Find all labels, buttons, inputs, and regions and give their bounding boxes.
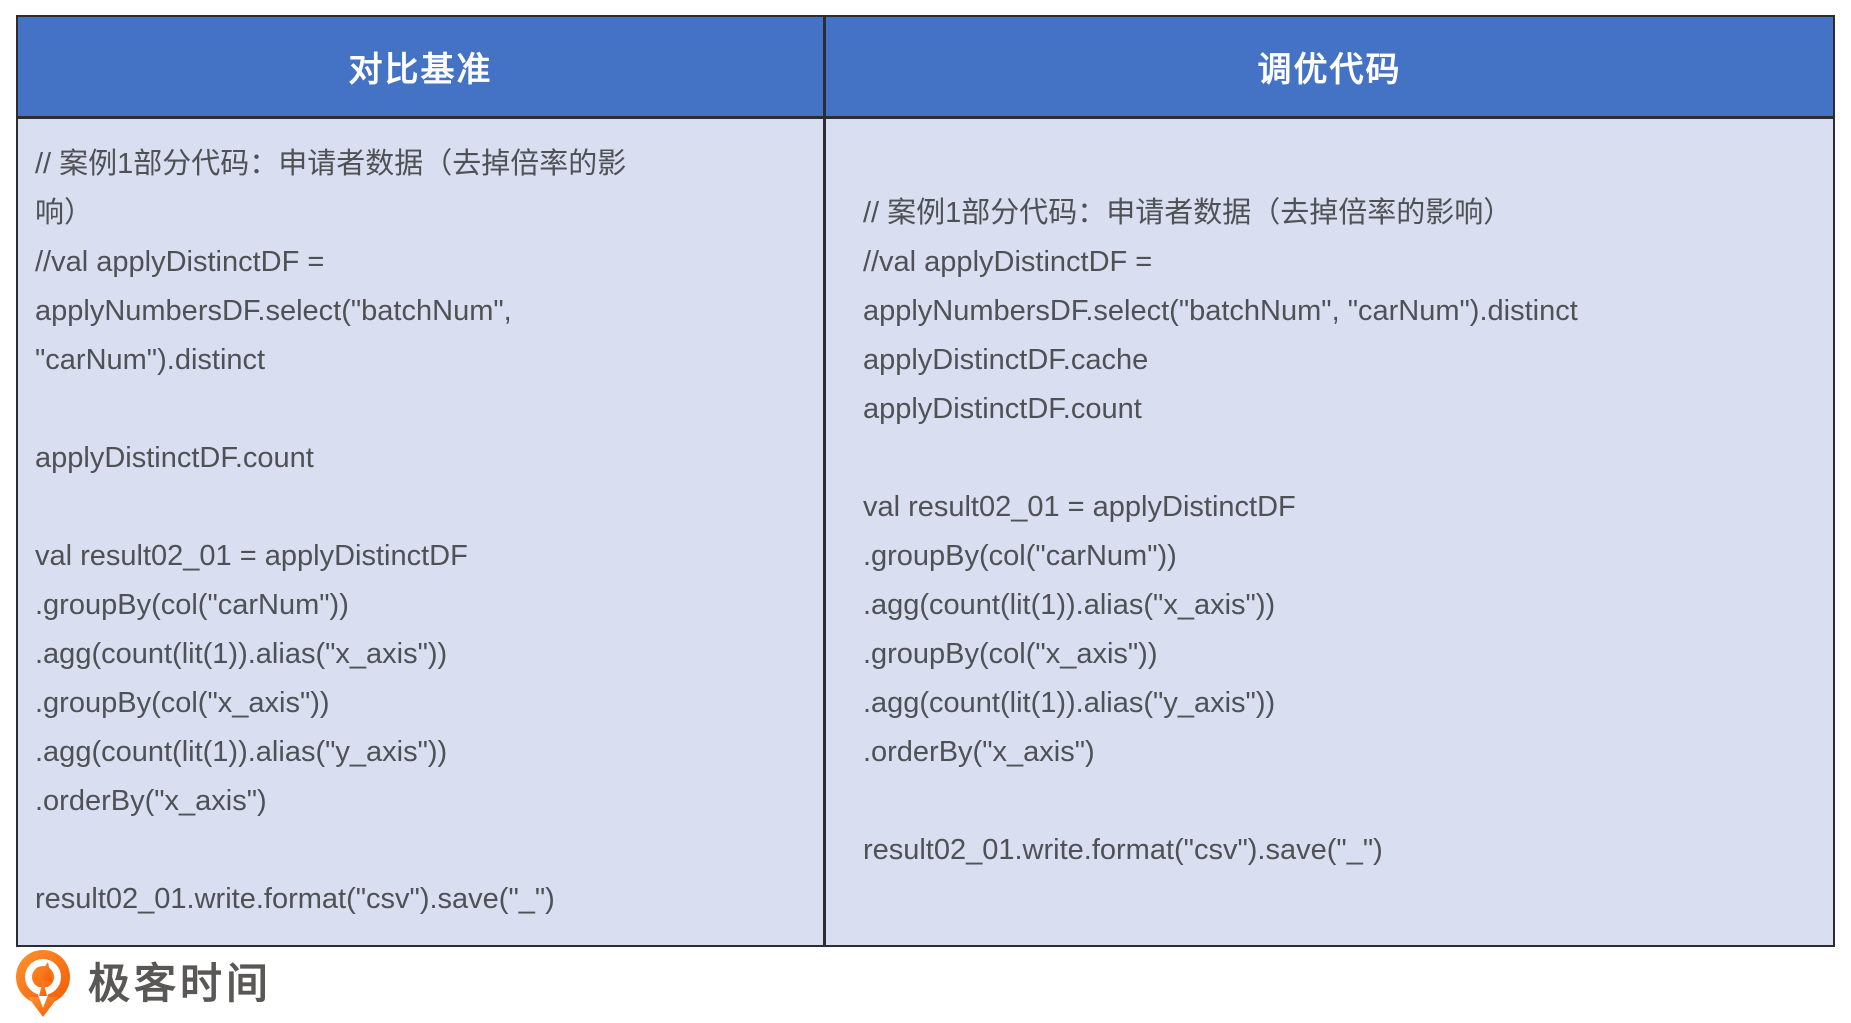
brand-name-text: 极客时间 [88,960,273,1007]
table-header-row: 对比基准 调优代码 [18,17,1833,119]
header-cell-tuned: 调优代码 [822,17,1833,116]
tuned-code-text: // 案例1部分代码：申请者数据（去掉倍率的影响） //val applyDis… [862,197,1578,866]
header-cell-baseline: 对比基准 [348,51,493,89]
geektime-q-pin-icon [14,950,72,1018]
cell-tuned-code: // 案例1部分代码：申请者数据（去掉倍率的影响） //val applyDis… [822,119,1833,945]
code-comparison-table: 对比基准 调优代码 // 案例1部分代码：申请者数据（去掉倍率的影 响） //v… [16,15,1835,947]
table-body-row: // 案例1部分代码：申请者数据（去掉倍率的影 响） //val applyDi… [18,119,1833,945]
cell-baseline-code: // 案例1部分代码：申请者数据（去掉倍率的影 响） //val applyDi… [18,119,823,945]
geektime-brand: 极客时间 [14,950,272,1018]
baseline-code-text: // 案例1部分代码：申请者数据（去掉倍率的影 响） //val applyDi… [35,148,627,915]
